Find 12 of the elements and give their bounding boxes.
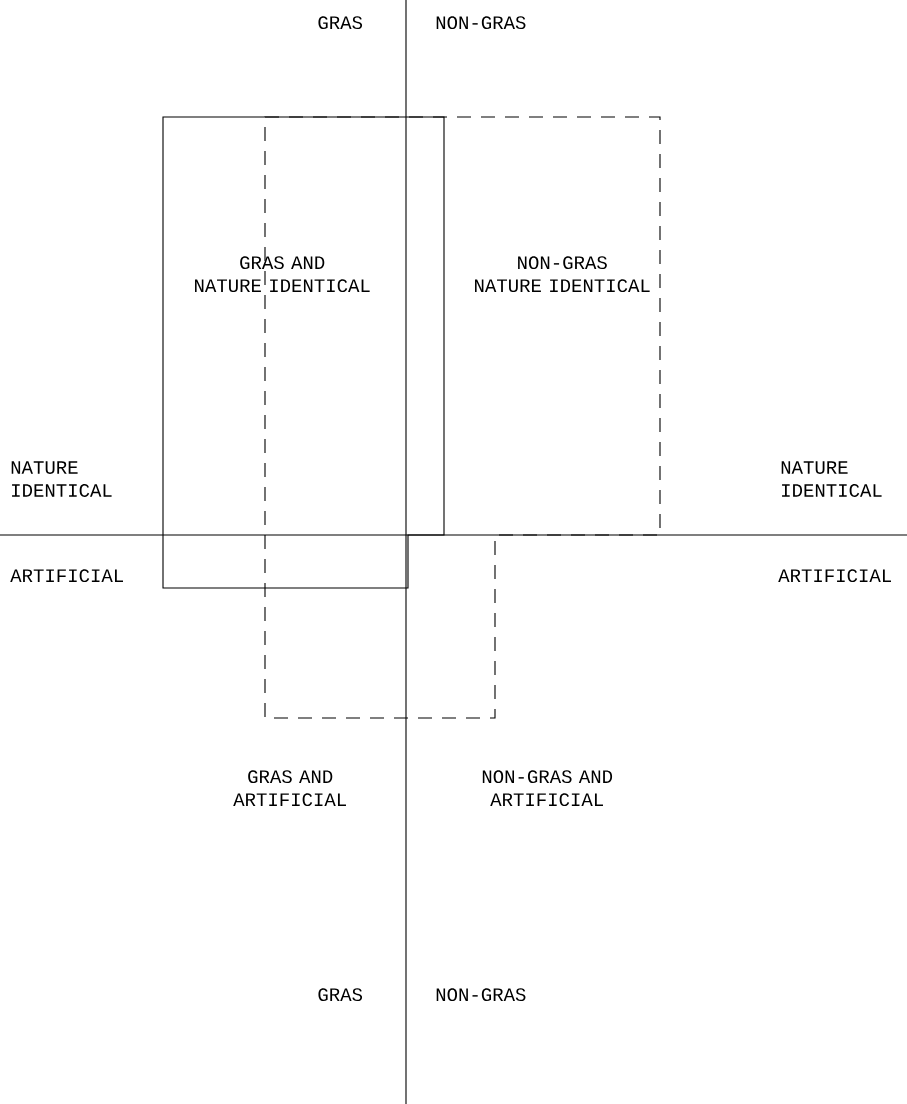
axis-label: NON-GRAS	[436, 988, 526, 1002]
axis-label: NON-GRAS AND ARTIFICIAL	[482, 770, 613, 807]
axis-label: ARTIFICIAL	[10, 569, 123, 583]
axis-label: GRAS AND ARTIFICIAL	[233, 770, 346, 807]
axis-label: GRAS	[318, 988, 363, 1002]
axis-label: GRAS AND NATURE IDENTICAL	[195, 256, 370, 293]
axis-label: NATURE IDENTICAL	[11, 461, 112, 497]
axis-label: GRAS	[318, 16, 363, 30]
axis-label: ARTIFICIAL	[778, 569, 891, 583]
axis-label: NON-GRAS NATURE IDENTICAL	[475, 256, 650, 293]
axis-label: NON-GRAS	[436, 16, 526, 30]
axis-label: NATURE IDENTICAL	[781, 461, 882, 497]
